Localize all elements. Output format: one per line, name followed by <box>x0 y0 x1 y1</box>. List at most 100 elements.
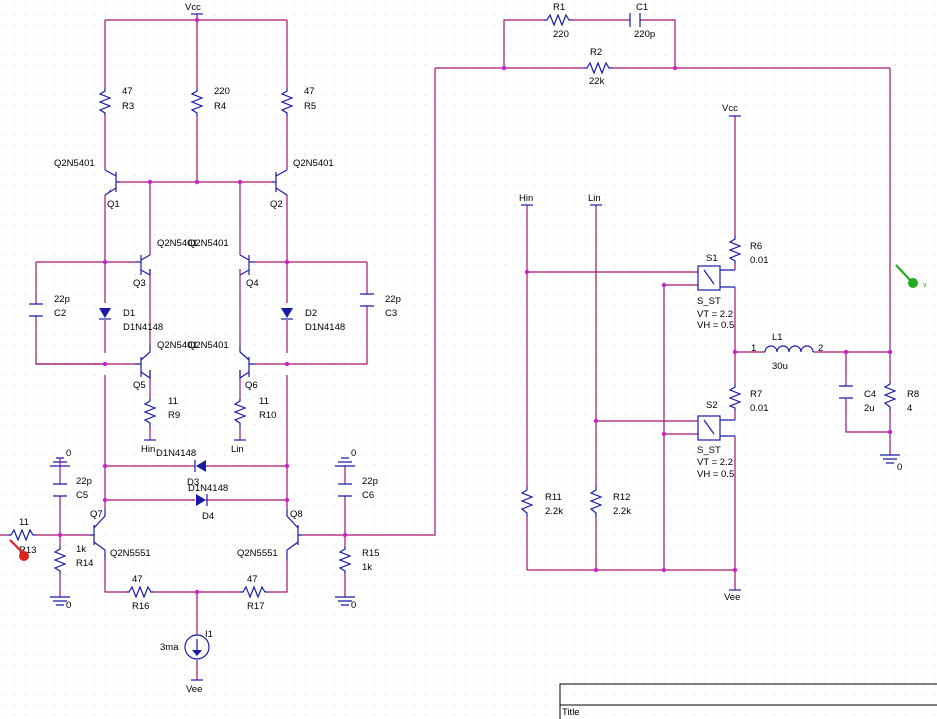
svg-text:2u: 2u <box>864 403 875 414</box>
svg-text:C1: C1 <box>636 2 648 13</box>
svg-text:1k: 1k <box>362 562 372 573</box>
capacitor-c6[interactable]: 22p C6 <box>338 476 378 501</box>
svg-text:Lin: Lin <box>588 193 601 204</box>
svg-text:2.2k: 2.2k <box>613 506 631 517</box>
diode-d2[interactable]: D2 D1N4148 <box>281 308 345 333</box>
resistor-r12[interactable]: R12 2.2k <box>589 487 631 517</box>
resistor-r2[interactable]: R2 22k <box>584 47 612 87</box>
svg-text:Q2N5401: Q2N5401 <box>157 340 198 351</box>
svg-text:0: 0 <box>897 462 902 473</box>
svg-text:Q2N5401: Q2N5401 <box>54 158 95 169</box>
svg-text:Q2N5401: Q2N5401 <box>188 340 229 351</box>
svg-text:D1N4148: D1N4148 <box>188 483 228 494</box>
svg-text:R10: R10 <box>259 410 276 421</box>
svg-text:VH = 0.5: VH = 0.5 <box>697 469 734 480</box>
voltage-probe-icon[interactable]: v <box>895 264 927 289</box>
transistor-q1[interactable]: Q2N5401 Q1 <box>54 158 120 210</box>
resistor-r17[interactable]: 47 R17 <box>240 574 268 612</box>
ground-output: 0 <box>880 454 902 473</box>
svg-text:D1: D1 <box>123 308 135 319</box>
svg-text:D3: D3 <box>187 477 199 488</box>
inductor-l1[interactable]: L1 30u 1 2 <box>751 332 823 372</box>
current-source-i1[interactable]: I1 3ma <box>160 629 213 660</box>
resistor-r1[interactable]: R1 220 <box>544 2 572 40</box>
resistor-r3[interactable]: 47 R3 <box>98 86 134 116</box>
resistor-r4[interactable]: 220 R4 <box>190 86 230 116</box>
current-probe-icon[interactable] <box>9 539 29 561</box>
svg-text:22p: 22p <box>76 476 92 487</box>
svg-text:Q3: Q3 <box>133 278 146 289</box>
switch-s2[interactable]: S2 S_ST VT = 2.2 VH = 0.5 <box>697 400 735 480</box>
diode-d4[interactable]: D1N4148 D4 <box>188 483 228 522</box>
switch-s1[interactable]: S1 S_ST VT = 2.2 VH = 0.5 <box>697 253 735 331</box>
resistor-r13[interactable]: 11 R13 <box>8 517 36 556</box>
svg-text:D1N4148: D1N4148 <box>156 448 196 459</box>
diode-d1[interactable]: D1 D1N4148 <box>99 308 163 333</box>
svg-text:Q1: Q1 <box>107 199 120 210</box>
resistor-r9[interactable]: 11 R9 <box>143 396 180 428</box>
svg-text:S1: S1 <box>706 253 718 264</box>
resistor-r5[interactable]: 47 R5 <box>280 86 316 116</box>
diode-d3[interactable]: D1N4148 D3 <box>156 448 206 488</box>
svg-text:R9: R9 <box>168 410 180 421</box>
transistor-q8[interactable]: Q8 Q2N5551 <box>237 509 303 560</box>
svg-text:C2: C2 <box>54 308 66 319</box>
svg-text:Q2: Q2 <box>270 199 283 210</box>
svg-text:30u: 30u <box>772 361 788 372</box>
svg-text:Hin: Hin <box>519 193 533 204</box>
svg-text:220: 220 <box>214 86 230 97</box>
resistor-r14[interactable]: 1k R14 <box>53 544 93 574</box>
svg-text:R11: R11 <box>545 492 562 503</box>
svg-text:Q7: Q7 <box>90 509 103 520</box>
transistor-q3[interactable]: Q2N5401 Q3 <box>133 238 198 289</box>
transistor-q2[interactable]: Q2N5401 Q2 <box>270 158 334 210</box>
hin-label-bottom: Hin <box>141 439 156 455</box>
transistor-q6[interactable]: Q2N5401 Q6 <box>188 340 258 391</box>
svg-text:D1N4148: D1N4148 <box>123 322 163 333</box>
svg-text:R14: R14 <box>76 558 93 569</box>
capacitor-c5[interactable]: 22p C5 <box>53 476 92 501</box>
transistor-q4[interactable]: Q2N5401 Q4 <box>188 238 259 289</box>
svg-text:Q2N5551: Q2N5551 <box>237 548 278 559</box>
resistor-r15[interactable]: R15 1k <box>338 546 379 574</box>
transistor-q5[interactable]: Q2N5401 Q5 <box>133 340 198 391</box>
resistor-r16[interactable]: 47 R16 <box>126 574 154 612</box>
capacitor-c1[interactable]: C1 220p <box>629 2 655 40</box>
svg-text:Lin: Lin <box>231 444 244 455</box>
resistor-r7[interactable]: R7 0.01 <box>728 384 769 414</box>
svg-text:R4: R4 <box>214 101 226 112</box>
resistor-r10[interactable]: 11 R10 <box>233 396 276 428</box>
ground-r14: 0 <box>50 596 71 611</box>
svg-text:D4: D4 <box>202 511 214 522</box>
lin-label-bottom: Lin <box>231 439 246 455</box>
svg-text:4: 4 <box>907 403 912 414</box>
capacitor-c3[interactable]: 22p C3 <box>360 293 401 319</box>
resistor-r8[interactable]: R8 4 <box>883 381 919 414</box>
svg-text:0.01: 0.01 <box>750 255 769 266</box>
svg-text:Vcc: Vcc <box>185 2 201 13</box>
svg-text:v: v <box>923 282 927 289</box>
capacitor-c4[interactable]: C4 2u <box>839 385 876 414</box>
svg-text:VH = 0.5: VH = 0.5 <box>697 320 734 331</box>
junctions <box>57 17 893 595</box>
svg-text:Q8: Q8 <box>290 509 303 520</box>
svg-text:220p: 220p <box>634 29 655 40</box>
svg-text:C5: C5 <box>76 490 88 501</box>
vee-label-right: Vee <box>724 589 741 603</box>
svg-text:0: 0 <box>351 448 356 459</box>
wires <box>0 14 891 680</box>
capacitor-c2[interactable]: 22p C2 <box>29 294 70 319</box>
svg-text:Q2N5401: Q2N5401 <box>293 158 334 169</box>
ground-c5: 0 <box>50 448 71 467</box>
svg-text:11: 11 <box>259 396 269 407</box>
svg-text:S_ST: S_ST <box>697 445 721 456</box>
transistor-q7[interactable]: Q7 Q2N5551 <box>90 509 151 560</box>
svg-text:Q2N5551: Q2N5551 <box>110 548 151 559</box>
svg-text:C6: C6 <box>362 490 374 501</box>
svg-text:S_ST: S_ST <box>697 296 721 307</box>
resistor-r11[interactable]: R11 2.2k <box>520 487 563 517</box>
svg-text:I1: I1 <box>205 629 213 640</box>
resistor-r6[interactable]: R6 0.01 <box>728 236 769 266</box>
